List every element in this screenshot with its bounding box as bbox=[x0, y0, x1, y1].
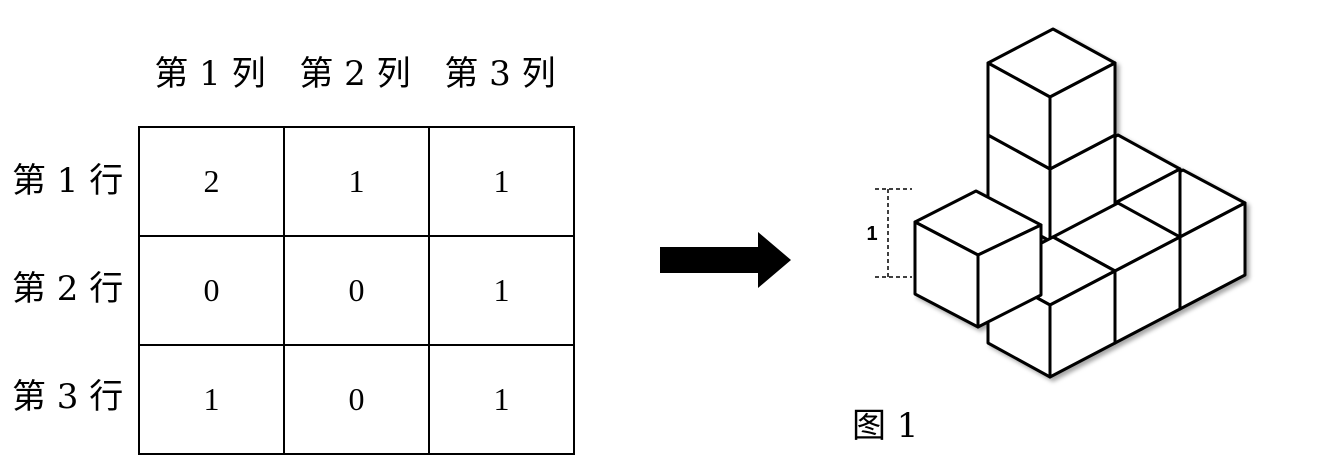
dimension-marker bbox=[875, 188, 912, 278]
figure-caption: 图 1 bbox=[852, 406, 919, 446]
table-cell: 1 bbox=[138, 344, 285, 455]
cube-stack bbox=[913, 27, 1247, 379]
table-row: 1 0 1 bbox=[138, 344, 575, 455]
row-header-1: 第 1 行 bbox=[12, 161, 124, 201]
table-cell: 0 bbox=[138, 235, 285, 346]
row-header-3: 第 3 行 bbox=[12, 377, 124, 417]
cube-structure-figure: 1 bbox=[866, 27, 1247, 379]
right-arrow-icon bbox=[660, 232, 791, 288]
row-header-2: 第 2 行 bbox=[12, 269, 124, 309]
table-cell: 1 bbox=[428, 235, 575, 346]
column-header-1: 第 1 列 bbox=[154, 54, 266, 94]
table-row: 0 0 1 bbox=[138, 235, 575, 346]
dimension-label: 1 bbox=[866, 223, 877, 245]
column-header-2: 第 2 列 bbox=[299, 54, 411, 94]
cube-back-left-upper bbox=[986, 27, 1117, 171]
table-cell: 0 bbox=[283, 235, 430, 346]
table-cell: 1 bbox=[428, 126, 575, 237]
cube-count-table: 2 1 1 0 0 1 1 0 1 bbox=[138, 126, 575, 455]
table-row: 2 1 1 bbox=[138, 126, 575, 237]
table-cell: 1 bbox=[283, 126, 430, 237]
column-header-3: 第 3 列 bbox=[444, 54, 556, 94]
table-cell: 2 bbox=[138, 126, 285, 237]
table-cell: 0 bbox=[283, 344, 430, 455]
cube-front-left bbox=[913, 189, 1043, 329]
table-cell: 1 bbox=[428, 344, 575, 455]
